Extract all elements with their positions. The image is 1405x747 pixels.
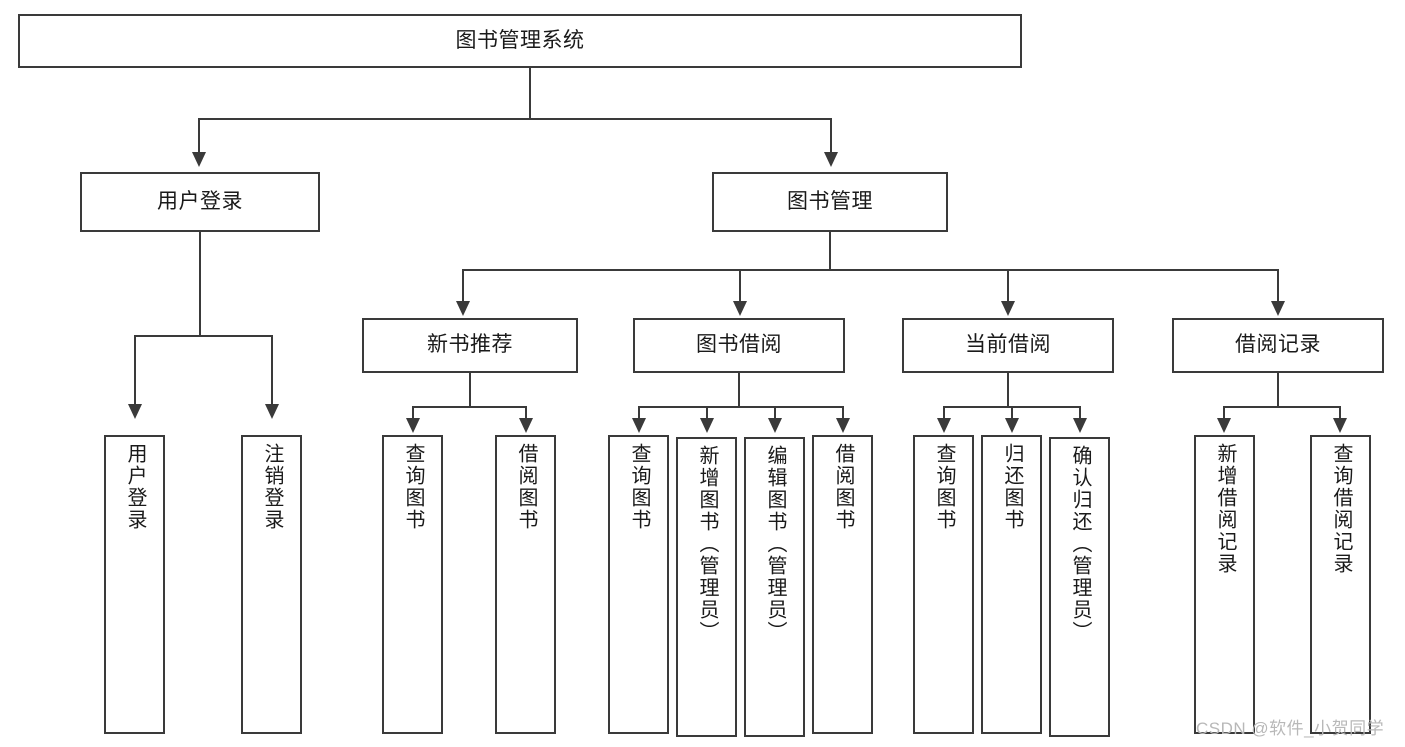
- node-label: 查询图书: [402, 443, 424, 531]
- connector-bb-leaf-4: [842, 406, 844, 421]
- connector-user-login-leaf-2: [271, 335, 273, 407]
- arrow-cb-leaf-1: [937, 418, 951, 433]
- node-label: 图书管理系统: [455, 28, 585, 52]
- arrow-cb-leaf-2: [1005, 418, 1019, 433]
- node-label: 查询图书: [933, 443, 955, 531]
- leaf-edit-book-admin[interactable]: 编辑图书（管理员）: [744, 437, 805, 737]
- connector-bm-to-book-borrow: [739, 269, 741, 304]
- connector-bm-to-current-borrow: [1007, 269, 1009, 304]
- leaf-user-login[interactable]: 用户登录: [104, 435, 165, 734]
- node-label: 新书推荐: [427, 333, 513, 357]
- connector-book-management-bar: [462, 269, 1277, 271]
- arrow-bm-to-borrow-record: [1271, 301, 1285, 316]
- connector-nbr-stem: [469, 373, 471, 406]
- node-new-book-recommend[interactable]: 新书推荐: [362, 318, 578, 373]
- csdn-watermark: CSDN @软件_小贺同学: [1196, 719, 1385, 738]
- arrow-root-to-user-login: [192, 152, 206, 167]
- node-label: 确认归还（管理员）: [1069, 445, 1091, 643]
- connector-bb-leaf-3: [774, 406, 776, 421]
- connector-root-stem: [529, 68, 531, 118]
- leaf-query-book-cb[interactable]: 查询图书: [913, 435, 974, 734]
- node-current-borrow[interactable]: 当前借阅: [902, 318, 1114, 373]
- connector-bb-leaf-2: [706, 406, 708, 421]
- node-borrow-record[interactable]: 借阅记录: [1172, 318, 1384, 373]
- leaf-query-borrow-record[interactable]: 查询借阅记录: [1310, 435, 1371, 734]
- arrow-bm-to-current-borrow: [1001, 301, 1015, 316]
- node-label: 图书借阅: [696, 333, 782, 357]
- arrow-user-login-leaf-1: [128, 404, 142, 419]
- connector-nbr-leaf-1: [412, 406, 414, 421]
- node-book-borrow[interactable]: 图书借阅: [633, 318, 845, 373]
- connector-cb-stem: [1007, 373, 1009, 406]
- node-book-management[interactable]: 图书管理: [712, 172, 948, 232]
- connector-bb-leaf-1: [638, 406, 640, 421]
- node-label: 借阅图书: [515, 443, 537, 531]
- leaf-add-book-admin[interactable]: 新增图书（管理员）: [676, 437, 737, 737]
- connector-user-login-leaf-1: [134, 335, 136, 407]
- node-label: 用户登录: [157, 189, 243, 213]
- connector-root-to-book-management: [830, 118, 832, 156]
- leaf-borrow-book-bb[interactable]: 借阅图书: [812, 435, 873, 734]
- node-label: 用户登录: [124, 443, 146, 531]
- arrow-cb-leaf-3: [1073, 418, 1087, 433]
- node-label: 新增图书（管理员）: [696, 445, 718, 643]
- connector-br-leaf-2: [1339, 406, 1341, 421]
- node-label: 新增借阅记录: [1214, 443, 1236, 575]
- leaf-confirm-return-admin[interactable]: 确认归还（管理员）: [1049, 437, 1110, 737]
- connector-br-stem: [1277, 373, 1279, 406]
- arrow-bm-to-new-book: [456, 301, 470, 316]
- node-user-login[interactable]: 用户登录: [80, 172, 320, 232]
- connector-book-management-stem: [829, 232, 831, 269]
- connector-cb-leaf-3: [1079, 406, 1081, 421]
- node-label: 查询图书: [628, 443, 650, 531]
- connector-root-to-user-login: [198, 118, 200, 156]
- leaf-borrow-book-nbr[interactable]: 借阅图书: [495, 435, 556, 734]
- node-root-book-management-system[interactable]: 图书管理系统: [18, 14, 1022, 68]
- arrow-nbr-leaf-1: [406, 418, 420, 433]
- connector-nbr-leaf-2: [525, 406, 527, 421]
- arrow-nbr-leaf-2: [519, 418, 533, 433]
- arrow-bb-leaf-4: [836, 418, 850, 433]
- arrow-user-login-leaf-2: [265, 404, 279, 419]
- node-label: 借阅图书: [832, 443, 854, 531]
- connector-user-login-bar: [134, 335, 273, 337]
- connector-user-login-stem: [199, 232, 201, 335]
- connector-bb-bar: [638, 406, 844, 408]
- connector-nbr-bar: [412, 406, 527, 408]
- leaf-query-book-bb[interactable]: 查询图书: [608, 435, 669, 734]
- node-label: 注销登录: [261, 443, 283, 531]
- node-label: 查询借阅记录: [1330, 443, 1352, 575]
- arrow-bb-leaf-1: [632, 418, 646, 433]
- connector-cb-leaf-1: [943, 406, 945, 421]
- node-label: 图书管理: [787, 189, 873, 213]
- connector-bb-stem: [738, 373, 740, 406]
- connector-bm-to-new-book: [462, 269, 464, 304]
- node-label: 借阅记录: [1235, 333, 1321, 357]
- leaf-add-borrow-record[interactable]: 新增借阅记录: [1194, 435, 1255, 734]
- connector-br-leaf-1: [1223, 406, 1225, 421]
- connector-br-bar: [1223, 406, 1341, 408]
- node-label: 归还图书: [1001, 443, 1023, 531]
- connector-root-bar: [198, 118, 832, 120]
- arrow-bb-leaf-3: [768, 418, 782, 433]
- leaf-logout[interactable]: 注销登录: [241, 435, 302, 734]
- arrow-br-leaf-1: [1217, 418, 1231, 433]
- node-label: 编辑图书（管理员）: [764, 445, 786, 643]
- leaf-return-book[interactable]: 归还图书: [981, 435, 1042, 734]
- leaf-query-book-nbr[interactable]: 查询图书: [382, 435, 443, 734]
- node-label: 当前借阅: [965, 333, 1051, 357]
- arrow-bm-to-book-borrow: [733, 301, 747, 316]
- connector-cb-leaf-2: [1011, 406, 1013, 421]
- arrow-bb-leaf-2: [700, 418, 714, 433]
- connector-bm-to-borrow-record: [1277, 269, 1279, 304]
- arrow-root-to-book-management: [824, 152, 838, 167]
- arrow-br-leaf-2: [1333, 418, 1347, 433]
